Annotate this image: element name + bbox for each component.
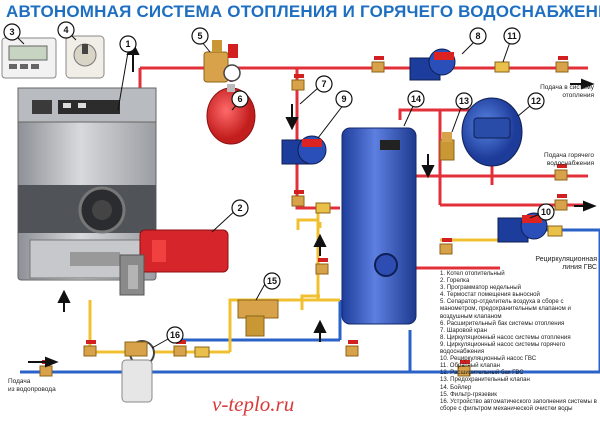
legend: 1. Котел отопительный 2. Горелка 3. Прог… (440, 270, 598, 412)
legend-item: 7. Шаровой кран (440, 326, 487, 334)
recirculation-line-2: линия ГВС (562, 264, 597, 271)
marker-14: 14 (411, 94, 421, 104)
heating-circulation-pump (409, 48, 456, 81)
legend-item: 8. Циркуляционный насос системы отоплени… (440, 333, 571, 341)
hot-water-line-1: Подача горячего (544, 152, 594, 159)
legend-item: 3. Программатор недельный (440, 284, 522, 292)
dhw-expansion-tank (461, 97, 523, 167)
blue-pipes (20, 228, 600, 374)
marker-6: 6 (237, 94, 242, 104)
watermark: v-teplo.ru (212, 392, 295, 416)
safety-valve (439, 132, 455, 161)
auto-fill-unit (121, 340, 155, 403)
water-inlet-line-2: из водопровода (8, 385, 56, 393)
programmer (1, 37, 57, 79)
check-valves (194, 61, 563, 358)
legend-item: 4. Термостат помещения выносной (440, 291, 540, 299)
marker-10: 10 (541, 207, 551, 217)
marker-1: 1 (125, 39, 130, 49)
legend-item: 16. Устройство автоматического заполнени… (440, 397, 597, 412)
legend-item: 13. Предохранительный клапан (440, 376, 530, 384)
callout-numbers: 1 2 3 4 5 6 7 8 9 10 11 12 13 14 15 16 (9, 25, 551, 340)
heating-supply-label: Подача в систему отопления (532, 84, 594, 99)
boiler (17, 87, 157, 281)
marker-12: 12 (531, 96, 541, 106)
water-inlet-label: Подача из водопровода (8, 378, 68, 393)
marker-9: 9 (341, 94, 346, 104)
room-thermostat (65, 35, 105, 79)
marker-7: 7 (321, 79, 326, 89)
recirculation-line-1: Рециркуляционная (535, 256, 597, 263)
ball-valves (39, 56, 569, 377)
marker-11: 11 (507, 31, 517, 41)
marker-4: 4 (63, 25, 68, 35)
marker-5: 5 (197, 31, 202, 41)
legend-item: 15. Фильтр-грязевик (440, 390, 497, 398)
legend-item: 12. Расширительный бак ГВС (440, 369, 524, 377)
heating-supply-line-2: отопления (562, 91, 594, 99)
legend-item: 14. Бойлер (440, 383, 472, 391)
callout-circles (3, 21, 555, 344)
diagram-title: АВТОНОМНАЯ СИСТЕМА ОТОПЛЕНИЯ И ГОРЯЧЕГО … (6, 2, 600, 21)
legend-item: 10. Рециркуляционный насос ГВС (440, 355, 537, 363)
legend-item: 6. Расширительный бак системы отопления (440, 319, 565, 327)
hot-water-supply-label: Подача горячего водоснабжения (522, 152, 594, 167)
legend-item: 1. Котел отопительный (440, 270, 505, 277)
marker-3: 3 (9, 27, 14, 37)
air-separator (203, 40, 241, 83)
recirculation-pump (497, 212, 548, 243)
water-heater-tank (341, 127, 417, 325)
marker-13: 13 (459, 96, 469, 106)
recirculation-label: Рециркуляционная линия ГВС (521, 256, 597, 272)
marker-15: 15 (267, 276, 277, 286)
heating-expansion-tank (206, 84, 256, 145)
marker-2: 2 (237, 203, 242, 213)
legend-item: 2. Горелка (440, 277, 470, 285)
legend-item: 9. Циркуляционный насос системы горячего… (440, 340, 566, 356)
marker-16: 16 (170, 330, 180, 340)
marker-8: 8 (475, 31, 480, 41)
dhw-circulation-pump (281, 135, 327, 165)
mud-filter (237, 299, 279, 337)
hot-water-line-2: водоснабжения (546, 159, 594, 167)
legend-item: 11. Обратный клапан (440, 362, 500, 370)
burner (119, 229, 229, 296)
water-inlet-line-1: Подача (8, 378, 31, 385)
heating-supply-line-1: Подача в систему (540, 84, 594, 91)
legend-item: 5. Сепаратор-отделитель воздуха в сборе … (440, 298, 571, 320)
